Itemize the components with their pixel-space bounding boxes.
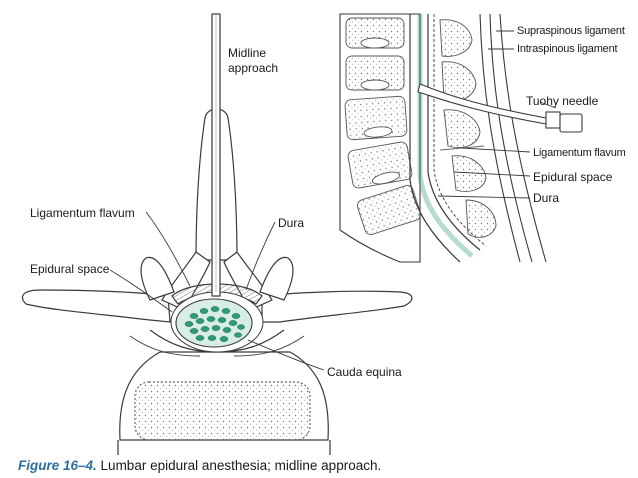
dura-left-label: Dura <box>278 216 305 230</box>
cancellous-bone <box>134 381 311 441</box>
intraspinous-ligament-label: Intraspinous ligament <box>517 43 618 55</box>
midline-label-line2: approach <box>228 61 279 75</box>
right-transverse-process <box>261 290 413 323</box>
dura-right-label: Dura <box>533 191 560 205</box>
right-articular-process <box>259 256 294 301</box>
supraspinous-ligament-label: Supraspinous ligament <box>517 25 625 37</box>
epidural-space-left-label: Epidural space <box>30 262 110 276</box>
left-articular-process <box>140 256 175 301</box>
epidural-space-right-label: Epidural space <box>533 170 613 184</box>
figure-caption-text: Lumbar epidural anesthesia; midline appr… <box>96 458 382 473</box>
leader-lines-left <box>109 211 325 371</box>
tuohy-needle-label: Tuohy needle <box>526 94 599 108</box>
midline-label-line1: Midline <box>228 46 267 60</box>
tuohy-needle <box>417 83 583 133</box>
dural-sac <box>175 298 253 348</box>
figure-caption: Figure 16–4. Lumbar epidural anesthesia;… <box>18 458 381 473</box>
ligamentum-flavum-right-label: Ligamentum flavum <box>533 147 626 159</box>
ligamentum-flavum-left-label: Ligamentum flavum <box>30 206 135 220</box>
cauda-equina-label: Cauda equina <box>327 365 402 379</box>
left-transverse-process <box>21 289 171 323</box>
leader-lines-right <box>437 30 557 199</box>
sagittal-inset <box>339 13 547 263</box>
figure-number: Figure 16–4. <box>18 458 97 473</box>
midline-needle <box>211 13 221 297</box>
cauda-equina-roots <box>184 306 245 342</box>
